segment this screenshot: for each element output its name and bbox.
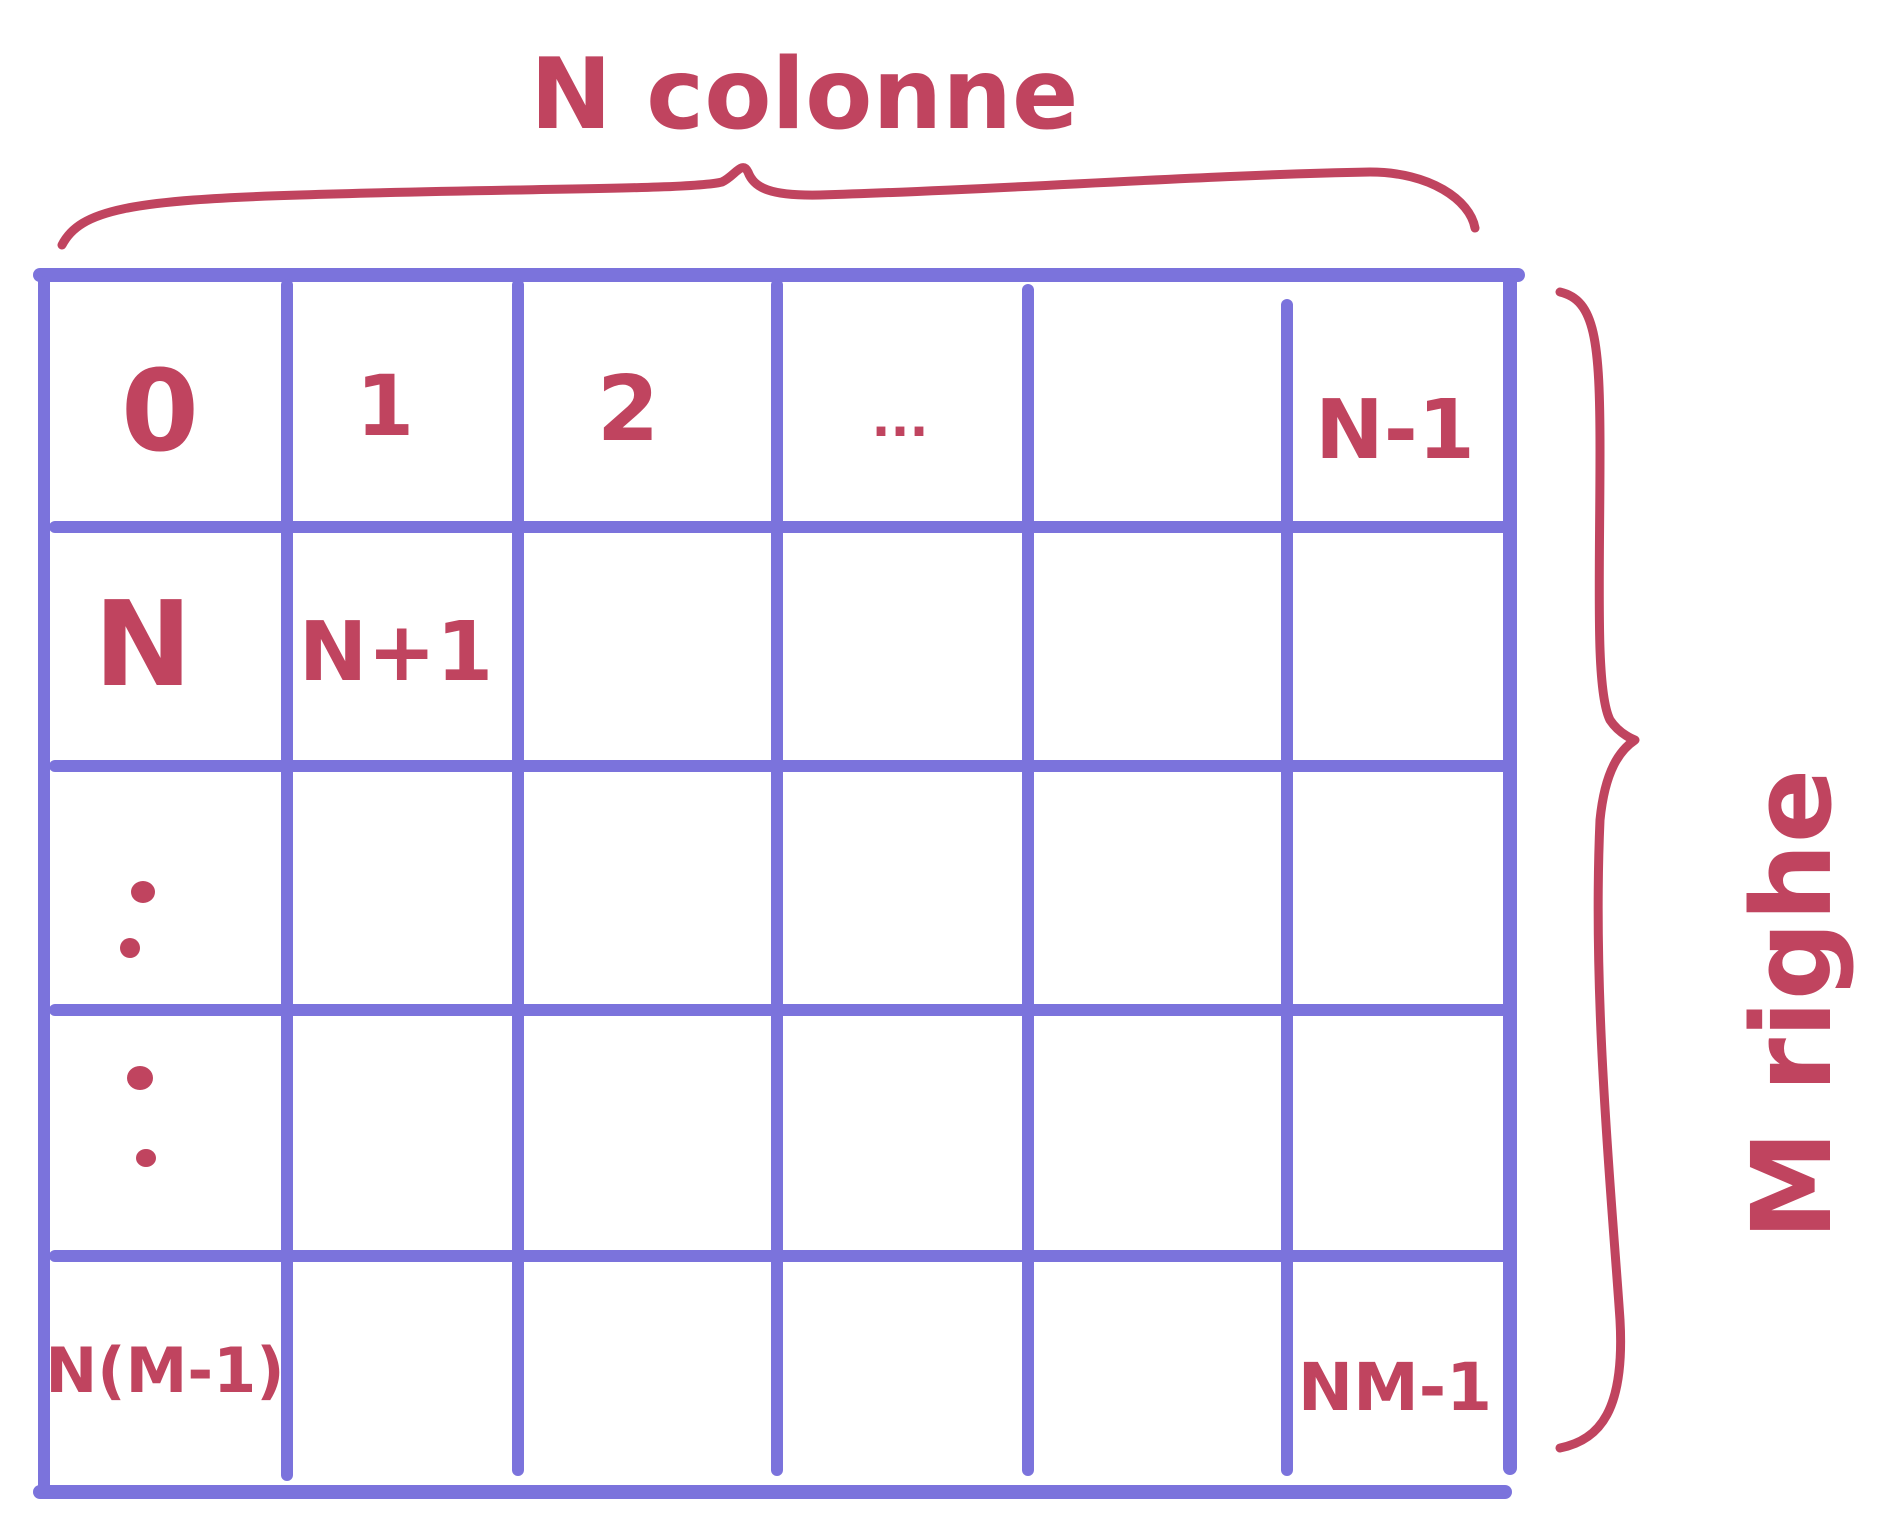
vertical-ellipsis-dots	[120, 881, 156, 1167]
cell-0-3: ...	[872, 390, 929, 448]
cell-5-0: N(M-1)	[45, 1334, 284, 1407]
cell-0-2: 2	[597, 357, 660, 462]
cell-0-5: N-1	[1315, 383, 1475, 478]
columns-brace	[57, 163, 1480, 250]
cell-1-0: N	[94, 575, 193, 713]
ellipsis-dot	[120, 938, 140, 958]
ellipsis-dot	[131, 881, 155, 903]
rows-label: M righe	[1728, 769, 1856, 1240]
ellipsis-dot	[136, 1149, 156, 1167]
rows-brace	[1555, 287, 1640, 1453]
cell-0-1: 1	[356, 357, 414, 455]
ellipsis-dot	[127, 1066, 153, 1090]
columns-label: N colonne	[530, 38, 1078, 152]
grid-vertical-lines	[38, 275, 1517, 1494]
cell-1-1: N+1	[299, 605, 493, 700]
cell-0-0: 0	[121, 347, 199, 477]
cell-5-5: NM-1	[1298, 1349, 1492, 1426]
cell-labels: 0 1 2 ... N-1 N N+1 N(M-1) NM-1	[45, 347, 1492, 1426]
